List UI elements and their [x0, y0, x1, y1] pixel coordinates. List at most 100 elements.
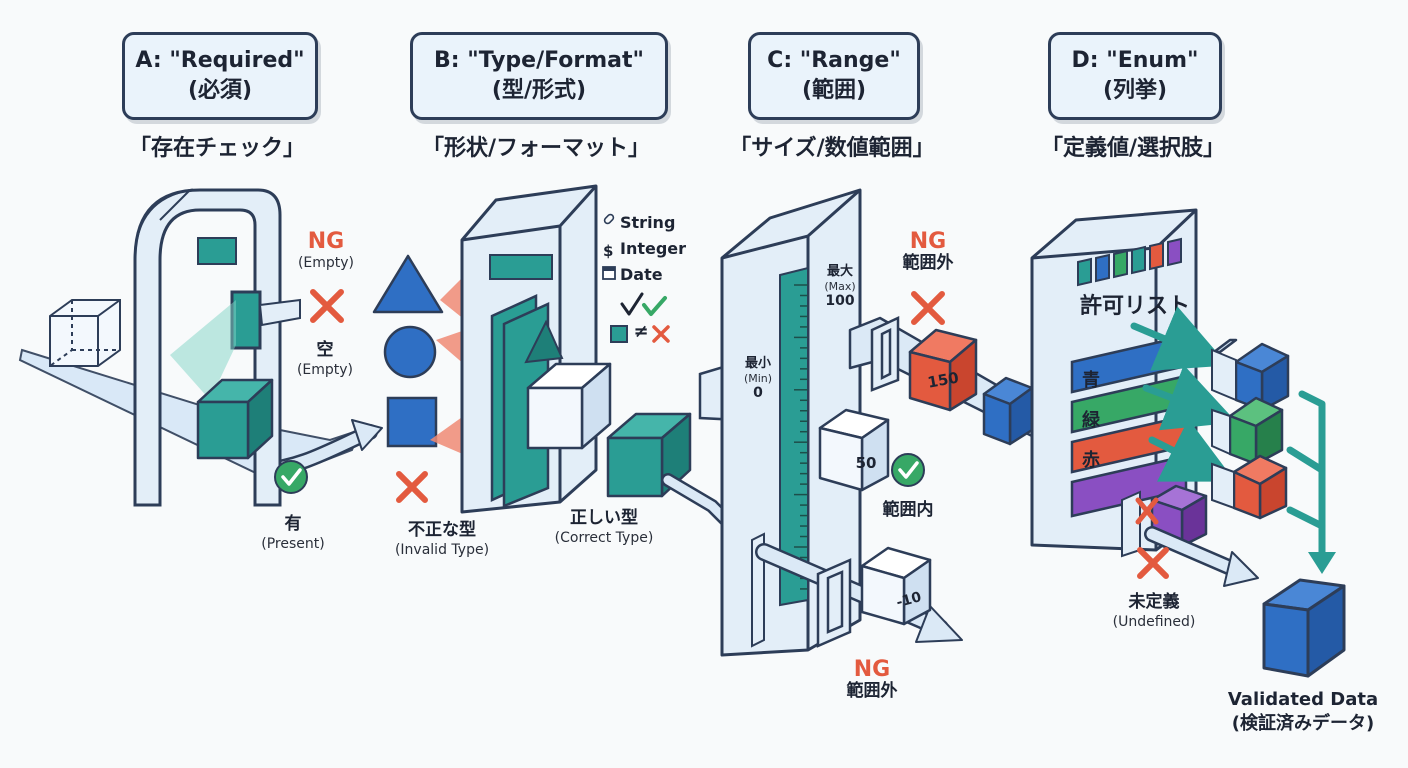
svg-text:50: 50 — [856, 454, 877, 472]
type-teal-square-icon — [610, 325, 628, 343]
cube-50: 50 — [818, 408, 890, 492]
present-label: 有 (Present) — [248, 514, 338, 554]
range-ruler-group: 150 50 -10 — [698, 188, 1042, 657]
section-b-title-jp: (型/形式) — [491, 78, 587, 103]
section-b-title: B: "Type/Format" — [434, 48, 644, 73]
svg-text:緑: 緑 — [1082, 409, 1101, 431]
range-out-top-x-icon — [911, 291, 945, 325]
required-ng-note: (Empty) — [297, 255, 355, 271]
type-neq-symbol: ≠ — [633, 321, 649, 342]
svg-text:150: 150 — [926, 368, 960, 391]
undefined-gate-x-icon — [1135, 497, 1159, 525]
required-ng-x-icon — [310, 289, 344, 323]
enum-sorted-red-cube — [1232, 454, 1288, 520]
correct-type-en: (Correct Type) — [554, 530, 654, 546]
range-max-val: 100 — [825, 293, 855, 309]
type-machine-display — [489, 254, 553, 280]
empty-label: 空 (Empty) — [288, 340, 362, 380]
svg-text:-10: -10 — [895, 589, 924, 611]
enum-swatch — [1131, 245, 1146, 275]
range-out-top: 範囲外 — [902, 253, 954, 273]
section-b-title-box: B: "Type/Format" (型/形式) — [410, 32, 668, 120]
type-white-cube — [526, 362, 612, 450]
square-shape-icon — [386, 396, 438, 448]
section-d-title: D: "Enum" — [1071, 48, 1199, 73]
undefined-x-icon — [1137, 547, 1169, 579]
invalid-type-en: (Invalid Type) — [394, 542, 490, 558]
range-min-label: 最小 (Min) 0 — [738, 356, 778, 401]
range-min-val: 0 — [753, 385, 763, 401]
range-max-label: 最大 (Max) 100 — [820, 264, 860, 309]
undefined-label: 未定義 (Undefined) — [1096, 592, 1212, 632]
triangle-slot-icon — [524, 319, 564, 364]
required-sensor — [230, 290, 262, 350]
triangle-shape-icon — [372, 254, 444, 314]
required-gate-display — [197, 237, 237, 265]
range-max-jp: 最大 — [826, 264, 853, 279]
type-check-icons — [620, 292, 667, 316]
range-min-jp: 最小 — [744, 356, 771, 371]
range-ng-top-label: NG 範囲外 — [888, 229, 968, 274]
range-max-en: (Max) — [824, 280, 856, 293]
section-c-title-jp: (範囲) — [801, 78, 867, 103]
range-blue-cube — [982, 376, 1034, 446]
present-cube — [196, 378, 274, 460]
section-c-title-box: C: "Range" (範囲) — [748, 32, 920, 120]
section-a-subtitle: 「存在チェック」 — [128, 136, 305, 161]
enum-swatch — [1149, 241, 1164, 271]
in-range-check-icon — [891, 453, 925, 487]
validated-data-en: Validated Data — [1227, 689, 1379, 710]
empty-jp: 空 — [316, 340, 334, 360]
required-scanner-group — [18, 188, 383, 507]
invalid-type-jp: 不正な型 — [408, 520, 476, 540]
svg-text:青: 青 — [1082, 370, 1100, 391]
in-range-label: 範囲内 — [882, 500, 934, 520]
enum-sorted-blue-cube — [1212, 338, 1290, 412]
section-a-title-box: A: "Required" (必須) — [122, 32, 318, 120]
range-ng-bottom: NG — [853, 657, 891, 682]
type-mismatch-x-icon — [652, 325, 670, 343]
enum-color-swatches — [1077, 237, 1182, 287]
range-ng-bottom-label: NG 範囲外 — [832, 657, 912, 702]
undefined-jp: 未定義 — [1128, 592, 1180, 612]
present-en: (Present) — [261, 536, 325, 552]
section-d-subtitle: 「定義値/選択肢」 — [1040, 136, 1226, 161]
enum-teal-arrows — [1130, 306, 1237, 482]
section-b-subtitle: 「形状/フォーマット」 — [421, 136, 651, 161]
legend-string: String — [620, 213, 676, 232]
invalid-type-x-icon — [396, 471, 428, 503]
enum-swatch — [1167, 237, 1182, 267]
enum-swatch — [1095, 253, 1110, 283]
range-bottom-gate — [751, 532, 765, 648]
section-a-title: A: "Required" — [135, 48, 305, 73]
validated-data-cube — [1262, 578, 1346, 678]
section-a-title-jp: (必須) — [187, 78, 253, 103]
undefined-en: (Undefined) — [1112, 614, 1196, 630]
present-jp: 有 — [284, 514, 302, 534]
allow-list-title: 許可リスト — [1080, 293, 1190, 319]
required-ng-label: NG (Empty) — [296, 231, 356, 273]
cube-neg10: -10 — [860, 546, 932, 626]
range-ng-top: NG — [909, 229, 947, 254]
integer-dollar-icon: $ — [603, 242, 613, 260]
range-scale-bar — [779, 266, 809, 607]
section-c-subtitle: 「サイズ/数値範囲」 — [729, 136, 935, 161]
enum-sorted-green-cube — [1228, 396, 1284, 466]
date-calendar-icon — [602, 266, 616, 280]
empty-en: (Empty) — [296, 362, 354, 378]
legend-date: Date — [620, 265, 663, 284]
present-check-icon — [274, 460, 308, 494]
range-out-bottom: 範囲外 — [846, 681, 898, 701]
enum-collector-arrow — [1286, 390, 1326, 564]
enum-swatch — [1113, 249, 1128, 279]
enum-swatch — [1077, 257, 1092, 287]
required-gate-frame — [133, 188, 282, 507]
section-d-title-box: D: "Enum" (列挙) — [1048, 32, 1222, 120]
string-link-icon — [603, 213, 615, 225]
validated-data-jp: (検証済みデータ) — [1231, 713, 1375, 734]
range-top-gate — [870, 316, 900, 392]
legend-integer: Integer — [620, 239, 687, 258]
svg-text:赤: 赤 — [1082, 450, 1100, 471]
circle-shape-icon — [383, 325, 437, 379]
